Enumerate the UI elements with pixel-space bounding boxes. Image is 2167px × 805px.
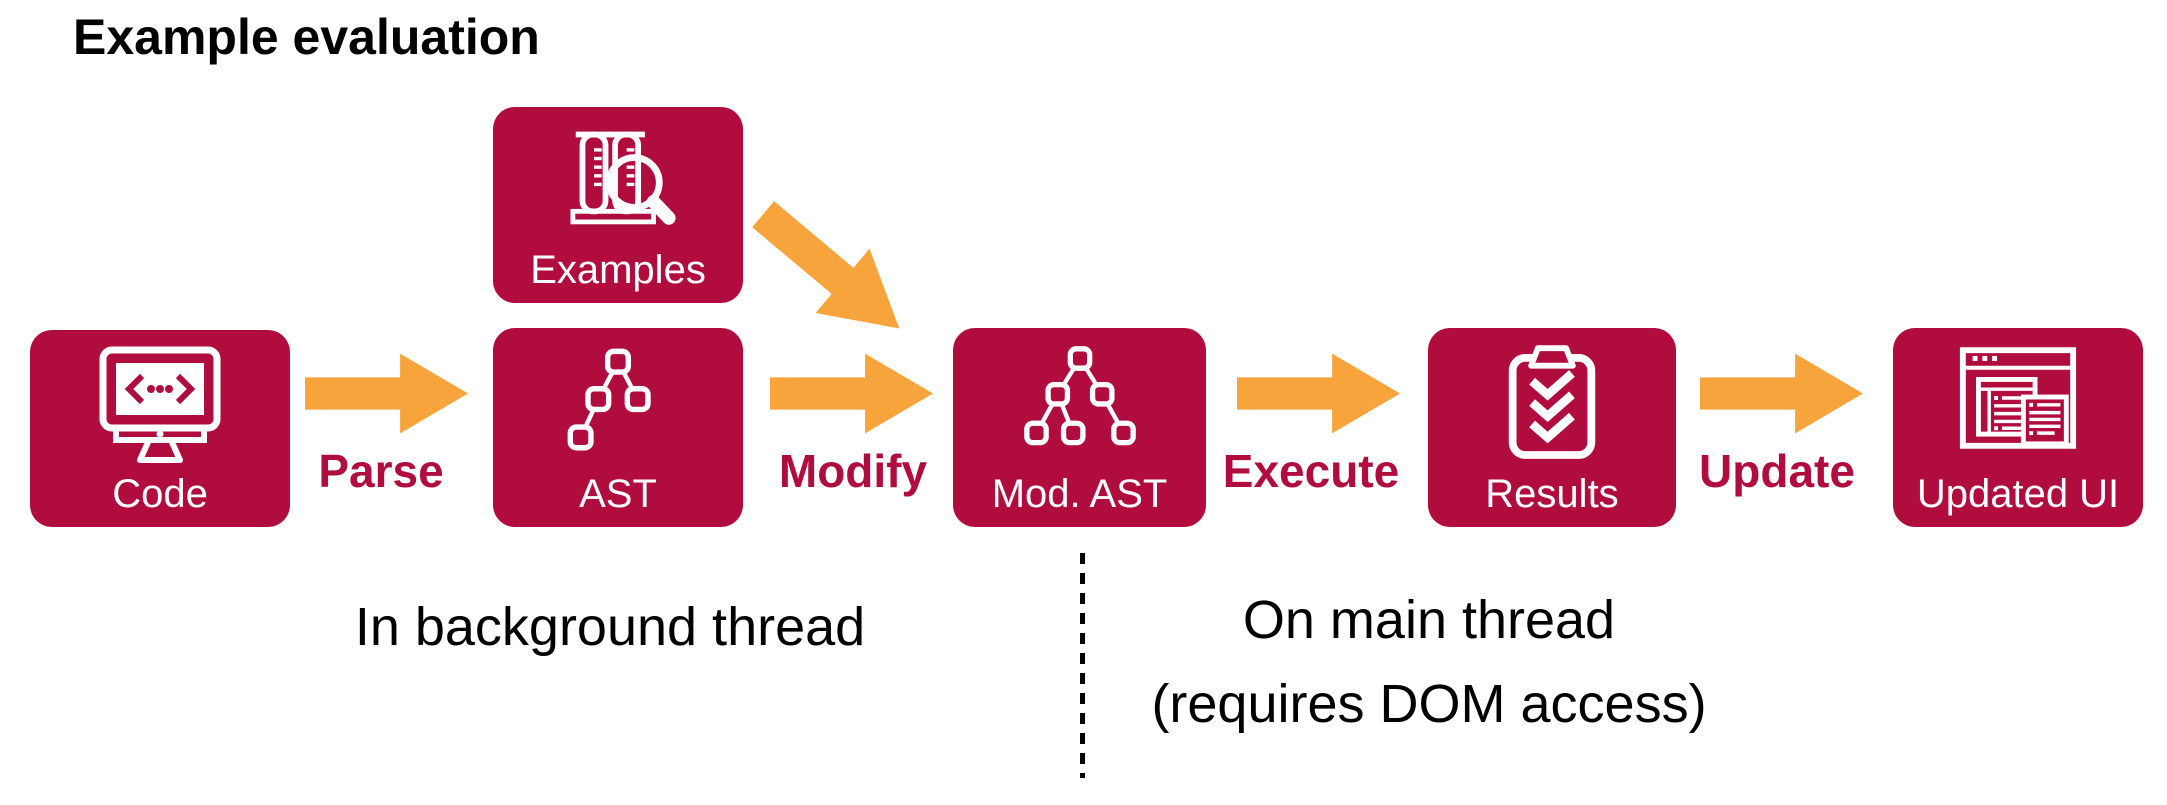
modified-syntax-tree-icon (1016, 344, 1144, 460)
flow-node-mod-ast: Mod. AST (953, 328, 1206, 527)
edge-label-modify: Modify (778, 445, 928, 497)
node-label: Code (112, 472, 208, 516)
flow-node-examples: Examples (493, 107, 743, 303)
diagonal-arrow-icon (752, 201, 900, 329)
examples-to-mod-ast-arrow (731, 176, 933, 368)
node-label: Results (1485, 472, 1619, 516)
right-arrow-icon (1237, 353, 1401, 434)
flow-node-code: Code (30, 330, 290, 527)
syntax-tree-icon (559, 344, 677, 462)
flow-node-results: Results (1428, 328, 1676, 527)
background-thread-label: In background thread (354, 597, 866, 657)
right-arrow-icon (305, 353, 469, 434)
right-arrow-icon (1700, 353, 1864, 434)
flow-node-updated-ui: Updated UI (1893, 328, 2143, 527)
node-label: AST (579, 472, 657, 516)
edge-label-update: Update (1699, 445, 1855, 497)
execute-arrow (1237, 346, 1402, 441)
edge-label-parse: Parse (318, 445, 444, 497)
parse-arrow (305, 346, 470, 441)
clipboard-checkmarks-icon (1501, 344, 1603, 466)
browser-window-icon (1957, 344, 2079, 452)
node-label: Updated UI (1916, 472, 2120, 516)
main-thread-line2: (requires DOM access) (1151, 674, 1707, 734)
code-monitor-icon (85, 346, 235, 468)
right-arrow-icon (770, 353, 934, 434)
flow-node-ast: AST (493, 328, 743, 527)
main-thread-label: On main thread (requires DOM access) (1029, 578, 1829, 746)
test-tubes-magnifier-icon (544, 123, 692, 243)
node-label: Examples (530, 248, 706, 292)
thread-divider-dashed-line (1080, 553, 1085, 778)
main-thread-line1: On main thread (1242, 590, 1616, 650)
node-label: Mod. AST (991, 472, 1168, 516)
update-arrow (1700, 346, 1865, 441)
page-title: Example evaluation (73, 9, 540, 65)
modify-arrow (770, 346, 935, 441)
edge-label-execute: Execute (1222, 445, 1400, 497)
